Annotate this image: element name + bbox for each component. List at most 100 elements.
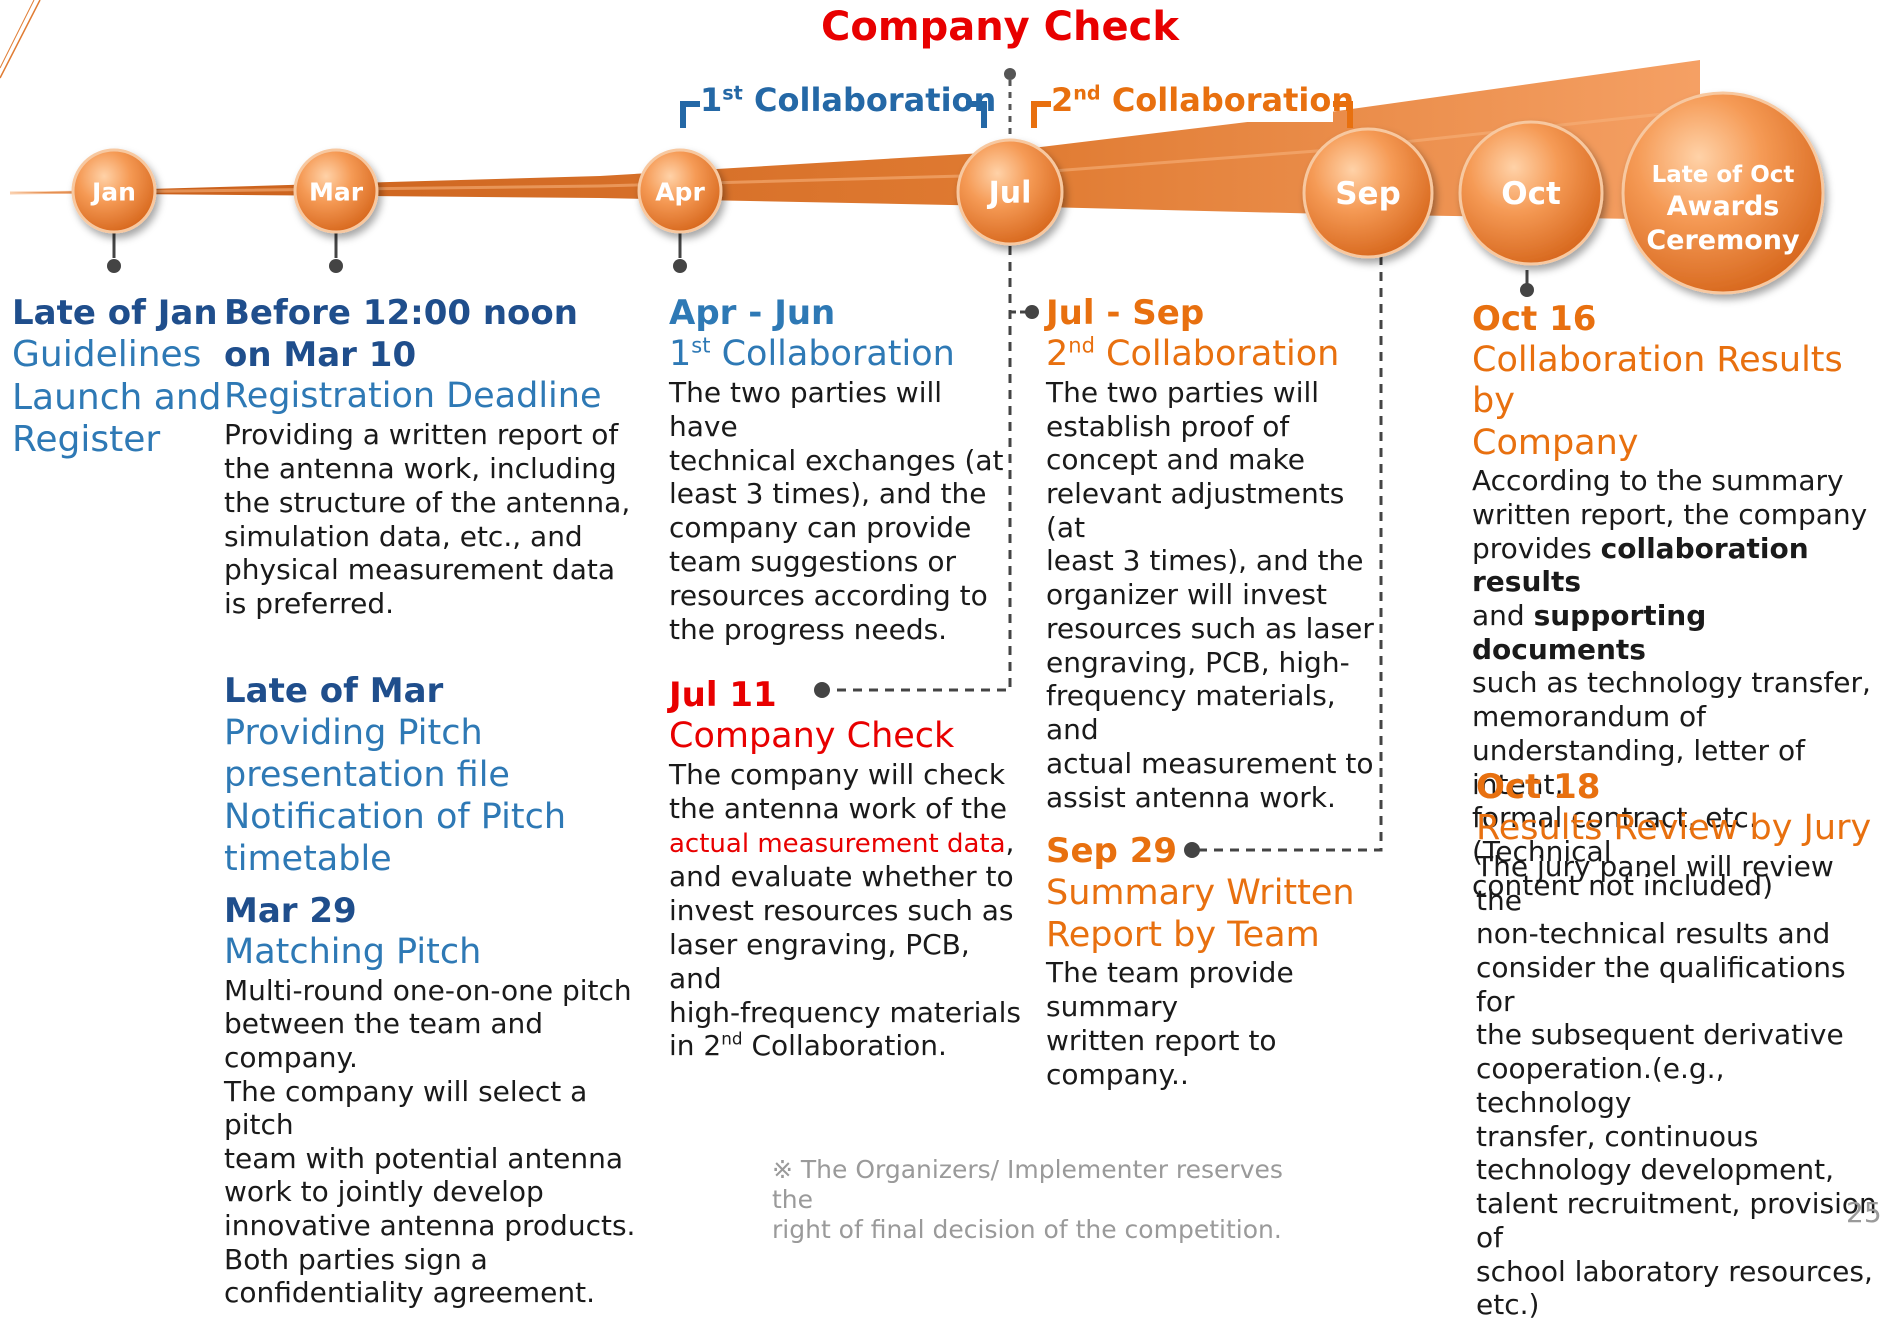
jul11-last-suffix: Collaboration.	[742, 1029, 947, 1063]
jul11-body-line: and evaluate whether to	[669, 860, 1014, 893]
milestone-jan	[71, 148, 157, 234]
oct16-sub-line: Collaboration Results by	[1472, 340, 1843, 422]
jul-sep-sub-sup: nd	[1068, 333, 1095, 358]
mar10-date: Before 12:00 noon on Mar 10	[224, 292, 654, 376]
jul11-body-line: the antenna work of the	[669, 791, 1008, 825]
collab1-num: 1	[700, 81, 723, 119]
mar10-date-line: Before 12:00 noon	[224, 293, 578, 333]
apr-jun-body-line: the progress needs.	[669, 612, 948, 646]
milestone-jul-label: Jul	[988, 175, 1032, 211]
oct16-body-line: written report, the company	[1472, 497, 1868, 531]
jul11-body-line: high-frequency materials	[669, 995, 1021, 1029]
jul11-body-line: The company will check	[669, 757, 1006, 791]
mar10-body-line: physical measurement data	[224, 553, 616, 587]
oct16-body-line: such as technology transfer,	[1472, 666, 1871, 700]
mar29-body-line: Multi-round one-on-one pitch	[224, 973, 632, 1007]
milestone-jan-label: Jan	[92, 177, 136, 207]
late-mar-sub-line: presentation file	[224, 755, 510, 796]
jul11-dot	[814, 682, 830, 698]
sep29-body: The team provide summary written report …	[1046, 956, 1426, 1092]
mar-dot	[329, 259, 343, 273]
jul11-body-line: invest resources such as	[669, 893, 1014, 927]
oct18-body-line: The jury panel will review the	[1476, 849, 1834, 917]
mar10-date-line: on Mar 10	[224, 335, 417, 376]
jul11-last-sup: nd	[721, 1029, 743, 1050]
sep29-subtitle: Summary Written Report by Team	[1046, 872, 1426, 956]
apr-jun-sub-sup: st	[691, 333, 711, 358]
milestone-apr-label: Apr	[655, 177, 705, 207]
jan-dot	[107, 259, 121, 273]
jul-sep-body-line: frequency materials, and	[1046, 679, 1336, 747]
late-mar-subtitle: Providing Pitch presentation file Notifi…	[224, 712, 654, 880]
jul11-date: Jul 11	[669, 675, 777, 715]
block-apr-jun: Apr - Jun 1st Collaboration The two part…	[669, 292, 1019, 647]
late-jan-sub-line: Guidelines	[12, 334, 202, 376]
company-check-title: Company Check	[821, 4, 1179, 50]
oct-dot	[1520, 283, 1534, 297]
jul11-body: The company will check the antenna work …	[669, 758, 1029, 1063]
mar10-body-line: the antenna work, including	[224, 451, 617, 485]
milestone-jul	[956, 138, 1064, 246]
jul-sep-body-line: The two parties will	[1046, 375, 1320, 409]
oct18-body-line: etc.)	[1476, 1288, 1540, 1322]
block-oct16: Oct 16 Collaboration Results by Company …	[1472, 298, 1884, 903]
supporting-documents-bold: supporting documents	[1472, 598, 1707, 666]
jul-sep-body-line: least 3 times), and the	[1046, 544, 1364, 578]
oct18-date: Oct 18	[1476, 767, 1601, 807]
collab1-label: 1st Collaboration	[700, 78, 996, 122]
mar10-body-line: is preferred.	[224, 587, 395, 621]
awards-line-3: Ceremony	[1646, 225, 1800, 257]
jul11-subtitle: Company Check	[669, 716, 955, 757]
apr-jun-subtitle: 1st Collaboration	[669, 334, 1019, 376]
apr-jun-body-line: least 3 times), and the	[669, 477, 987, 511]
oct18-body-line: transfer, continuous	[1476, 1119, 1759, 1153]
mar10-body-line: the structure of the antenna,	[224, 485, 631, 519]
bracket-2nd-collaboration	[1031, 101, 1353, 128]
milestone-oct	[1458, 120, 1604, 266]
late-mar-sub-line: Notification of Pitch	[224, 797, 567, 838]
oct16-body-line: provides collaboration results	[1472, 532, 1884, 599]
oct18-body-line: consider the qualifications for	[1476, 951, 1846, 1018]
apr-jun-sub-num: 1	[669, 334, 692, 375]
jul-sep-sub-num: 2	[1046, 334, 1069, 375]
awards-line-1: Late of Oct	[1651, 162, 1795, 189]
jul-sep-date: Jul - Sep	[1046, 293, 1205, 333]
mar10-body-line: simulation data, etc., and	[224, 519, 583, 553]
milestone-mar-label: Mar	[308, 177, 364, 207]
apr-jun-date: Apr - Jun	[669, 293, 836, 333]
oct16-body-line: memorandum of	[1472, 700, 1707, 734]
jul11-body-line: actual measurement data,	[669, 826, 1029, 860]
jul-sep-body-line: resources such as laser	[1046, 611, 1374, 645]
jul11-body-line: laser engraving, PCB, and	[669, 927, 970, 995]
late-jan-date: Late of Jan	[12, 293, 218, 333]
actual-measurement-data-highlight: actual measurement data	[669, 828, 1006, 859]
sep29-body-line: The team provide summary	[1046, 956, 1294, 1024]
block-mar29: Mar 29 Matching Pitch Multi-round one-on…	[224, 890, 664, 1310]
disclaimer-line: right of final decision of the competiti…	[772, 1215, 1282, 1244]
oct16-body-line: According to the summary	[1472, 464, 1844, 498]
jul-sep-body-line: organizer will invest	[1046, 578, 1327, 612]
apr-jun-body: The two parties will have technical exch…	[669, 376, 1019, 647]
page-number: 25	[1846, 1196, 1882, 1229]
oct18-body-line: technology development,	[1476, 1153, 1834, 1187]
milestone-sep	[1302, 127, 1434, 259]
oct16-body: According to the summary written report,…	[1472, 464, 1884, 903]
disclaimer-line: ※ The Organizers/ Implementer reserves t…	[772, 1155, 1283, 1214]
block-late-mar: Late of Mar Providing Pitch presentation…	[224, 670, 654, 880]
disclaimer-note: ※ The Organizers/ Implementer reserves t…	[772, 1155, 1292, 1245]
bracket-1st-collaboration	[680, 101, 987, 128]
milestone-awards-label: Late of Oct Awards Ceremony	[1646, 161, 1799, 259]
block-oct18: Oct 18 Results Review by Jury The jury p…	[1476, 766, 1884, 1322]
mar10-body: Providing a written report of the antenn…	[224, 418, 654, 621]
oct16-subtitle: Collaboration Results by Company	[1472, 340, 1884, 464]
milestone-sep-label: Sep	[1335, 176, 1401, 212]
sep29-sub-line: Summary Written	[1046, 873, 1355, 914]
jul11-comma: ,	[1005, 825, 1015, 859]
milestone-mar	[293, 148, 379, 234]
jul-sep-sub-text: Collaboration	[1094, 334, 1340, 375]
collab1-sup: st	[722, 81, 743, 105]
apr-dot	[673, 259, 687, 273]
collab2-num: 2	[1051, 81, 1074, 119]
oct16-body-line: and supporting documents	[1472, 599, 1884, 666]
